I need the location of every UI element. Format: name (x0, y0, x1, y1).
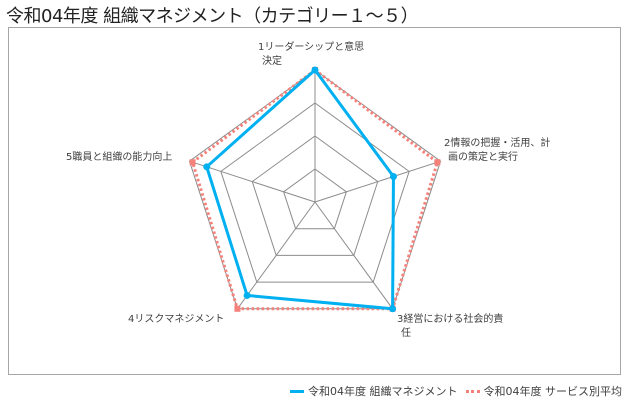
axis-label: 決定 (262, 54, 282, 67)
axis-label: 1リーダーシップと意思 (258, 40, 364, 53)
legend-label: 令和04年度 組織マネジメント (308, 385, 458, 398)
grid-ring (220, 102, 410, 283)
axis-spoke (314, 160, 441, 203)
data-marker (311, 66, 319, 74)
axis-label: 画の策定と実行 (448, 150, 518, 163)
legend-item-series-1: 令和04年度 組織マネジメント (290, 383, 458, 399)
axis-label: 任 (401, 326, 411, 339)
data-marker (243, 291, 251, 299)
legend-swatch-dotted (465, 389, 480, 393)
chart-area (8, 27, 621, 375)
series-line-2 (190, 68, 440, 311)
axis-label: 2情報の把握・活用、計 (444, 136, 550, 149)
legend-swatch-solid (290, 389, 304, 393)
data-marker (189, 159, 196, 166)
data-marker (389, 173, 397, 181)
data-marker (203, 163, 211, 171)
grid-ring (188, 69, 442, 310)
axis-spoke (189, 160, 316, 203)
grid-ring (283, 168, 347, 230)
data-marker (389, 305, 397, 313)
legend-label: 令和04年度 サービス別平均 (483, 385, 623, 398)
grid-ring (251, 135, 379, 256)
legend: 令和04年度 組織マネジメント 令和04年度 サービス別平均 (290, 383, 622, 399)
legend-item-series-2: 令和04年度 サービス別平均 (465, 383, 623, 399)
axis-label: 3経営における社会的責 (397, 312, 503, 325)
data-marker (234, 305, 241, 312)
axis-label: 4リスクマネジメント (128, 313, 224, 325)
axis-label: 5職員と組織の能力向上 (66, 150, 172, 163)
data-marker (434, 159, 441, 166)
series-line-1 (205, 67, 395, 311)
axis-spoke (314, 201, 393, 310)
axis-spoke (237, 201, 316, 310)
chart-title: 令和04年度 組織マネジメント（カテゴリー１～５） (6, 6, 419, 27)
